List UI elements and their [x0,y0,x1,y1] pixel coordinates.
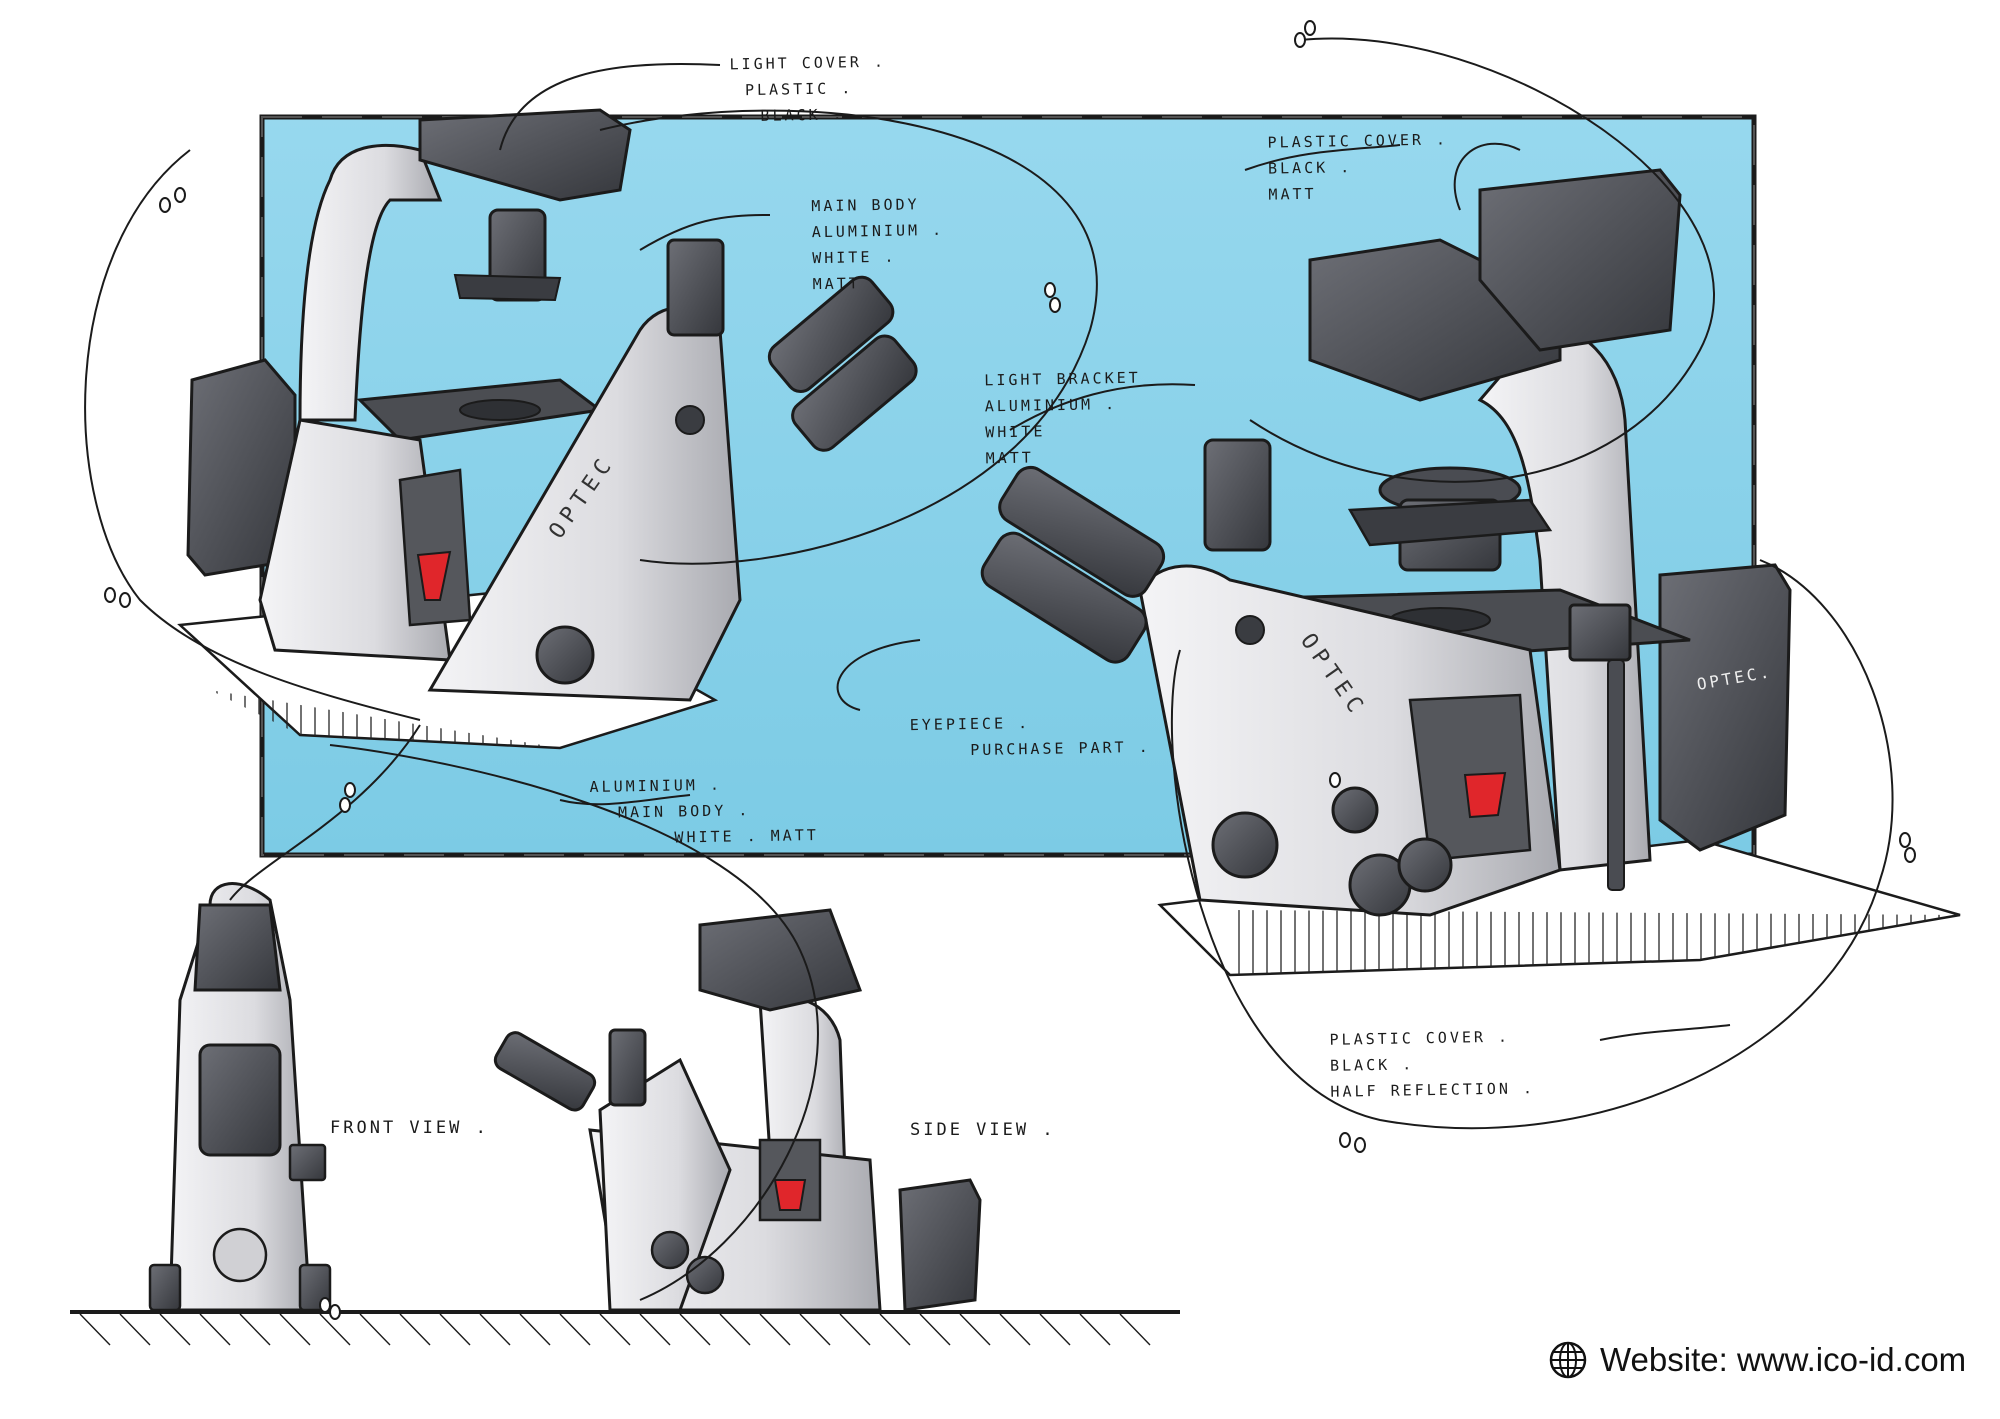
annotation-main-body: MAIN BODY ALUMINIUM . WHITE . MATT [811,195,945,294]
microscope-left [177,108,918,750]
annotation-plastic-cover-top: PLASTIC COVER . BLACK . MATT [1267,130,1449,204]
annotation-light-cover: LIGHT COVER . PLASTIC . BLACK . [729,52,887,125]
annotation-plastic-cover-bottom: PLASTIC COVER . BLACK . HALF REFLECTION … [1329,1027,1536,1101]
microscope-right [980,168,1961,977]
annotation-main-body-lower: ALUMINIUM . MAIN BODY . WHITE . MATT [589,775,819,847]
website-text[interactable]: Website: www.ico-id.com [1600,1341,1967,1378]
annotation-light-bracket: LIGHT BRACKET ALUMINIUM . WHITE MATT [984,368,1141,468]
globe-icon [1549,1341,1587,1379]
side-view-drawing [493,908,982,1312]
website-footer: Website: www.ico-id.com [1548,1340,1966,1380]
front-view-drawing [148,882,332,1312]
side-view-label: SIDE VIEW . [910,1120,1056,1140]
construction-dots [104,20,1916,1320]
front-view-label: FRONT VIEW . [330,1118,489,1138]
annotation-eyepiece: EYEPIECE . PURCHASE PART . [909,714,1151,760]
leader-lines [84,37,1894,1301]
